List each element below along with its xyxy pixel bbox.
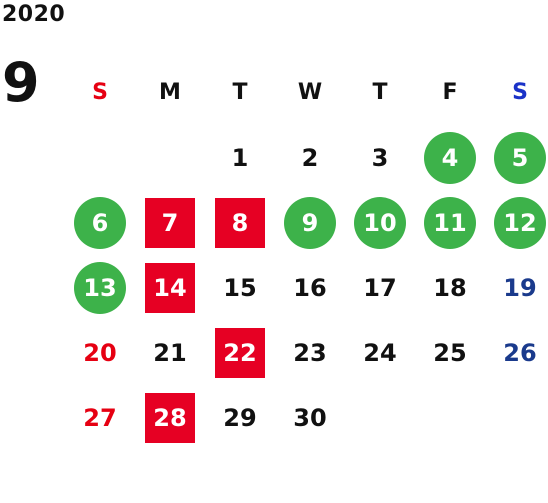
day-cell[interactable]: 2 <box>275 125 345 190</box>
day-number: 19 <box>503 273 537 302</box>
day-cell[interactable]: 29 <box>205 385 275 450</box>
day-cell[interactable]: 18 <box>415 255 485 320</box>
weekday-header: M <box>159 80 181 105</box>
day-cell[interactable]: 26 <box>485 320 548 385</box>
green-circle-marker: 10 <box>354 196 406 249</box>
day-cell[interactable]: 25 <box>415 320 485 385</box>
day-cell[interactable]: 13 <box>65 255 135 320</box>
day-cell[interactable]: 22 <box>205 320 275 385</box>
empty-day-cell <box>345 385 415 450</box>
day-number: 12 <box>503 208 537 237</box>
day-number: 5 <box>511 143 529 172</box>
day-number: 10 <box>363 208 397 237</box>
empty-day-cell <box>65 125 135 190</box>
day-number: 16 <box>293 273 327 302</box>
day-cell[interactable]: 17 <box>345 255 415 320</box>
day-number: 28 <box>153 403 187 432</box>
green-circle-marker: 6 <box>74 196 126 249</box>
day-cell[interactable]: 9 <box>275 190 345 255</box>
day-cell[interactable]: 11 <box>415 190 485 255</box>
weekday-header: T <box>372 80 388 105</box>
day-number: 15 <box>223 273 257 302</box>
day-number: 2 <box>301 143 319 172</box>
green-circle-marker: 9 <box>284 196 336 249</box>
year-label: 2020 <box>2 2 66 27</box>
empty-day-cell <box>485 385 548 450</box>
day-number: 21 <box>153 338 187 367</box>
day-number: 7 <box>161 208 179 237</box>
day-number: 25 <box>433 338 467 367</box>
red-square-marker: 28 <box>145 392 195 443</box>
day-cell[interactable]: 27 <box>65 385 135 450</box>
day-cell[interactable]: 20 <box>65 320 135 385</box>
day-cell[interactable]: 4 <box>415 125 485 190</box>
day-number: 1 <box>231 143 249 172</box>
day-cell[interactable]: 6 <box>65 190 135 255</box>
green-circle-marker: 12 <box>494 196 546 249</box>
day-number: 26 <box>503 338 537 367</box>
weekday-header: F <box>442 80 458 105</box>
red-square-marker: 22 <box>215 327 265 378</box>
red-square-marker: 7 <box>145 197 195 248</box>
green-circle-marker: 11 <box>424 196 476 249</box>
day-cell[interactable]: 28 <box>135 385 205 450</box>
day-number: 4 <box>441 143 459 172</box>
weekday-header: T <box>232 80 248 105</box>
day-cell[interactable]: 12 <box>485 190 548 255</box>
day-number: 30 <box>293 403 327 432</box>
green-circle-marker: 4 <box>424 131 476 184</box>
day-number: 6 <box>91 208 109 237</box>
day-number: 9 <box>301 208 319 237</box>
day-cell[interactable]: 23 <box>275 320 345 385</box>
day-number: 17 <box>363 273 397 302</box>
green-circle-marker: 5 <box>494 131 546 184</box>
green-circle-marker: 13 <box>74 261 126 314</box>
day-cell[interactable]: 7 <box>135 190 205 255</box>
day-cell[interactable]: 30 <box>275 385 345 450</box>
day-cell[interactable]: 8 <box>205 190 275 255</box>
weekday-header: S <box>512 80 528 105</box>
day-number: 20 <box>83 338 117 367</box>
red-square-marker: 14 <box>145 262 195 313</box>
day-cell[interactable]: 3 <box>345 125 415 190</box>
day-number: 29 <box>223 403 257 432</box>
day-cell[interactable]: 1 <box>205 125 275 190</box>
day-cell[interactable]: 24 <box>345 320 415 385</box>
day-cell[interactable]: 19 <box>485 255 548 320</box>
day-number: 24 <box>363 338 397 367</box>
day-cell[interactable]: 14 <box>135 255 205 320</box>
day-number: 27 <box>83 403 117 432</box>
weekday-header: S <box>92 80 108 105</box>
day-number: 11 <box>433 208 467 237</box>
empty-day-cell <box>135 125 205 190</box>
empty-day-cell <box>415 385 485 450</box>
day-cell[interactable]: 21 <box>135 320 205 385</box>
weekday-header: W <box>297 80 323 105</box>
day-number: 8 <box>231 208 249 237</box>
day-number: 18 <box>433 273 467 302</box>
day-cell[interactable]: 16 <box>275 255 345 320</box>
day-number: 22 <box>223 338 257 367</box>
day-cell[interactable]: 10 <box>345 190 415 255</box>
month-number: 9 <box>2 51 40 114</box>
day-cell[interactable]: 15 <box>205 255 275 320</box>
red-square-marker: 8 <box>215 197 265 248</box>
day-number: 13 <box>83 273 117 302</box>
day-cell[interactable]: 5 <box>485 125 548 190</box>
day-number: 23 <box>293 338 327 367</box>
day-number: 3 <box>371 143 389 172</box>
day-number: 14 <box>153 273 187 302</box>
